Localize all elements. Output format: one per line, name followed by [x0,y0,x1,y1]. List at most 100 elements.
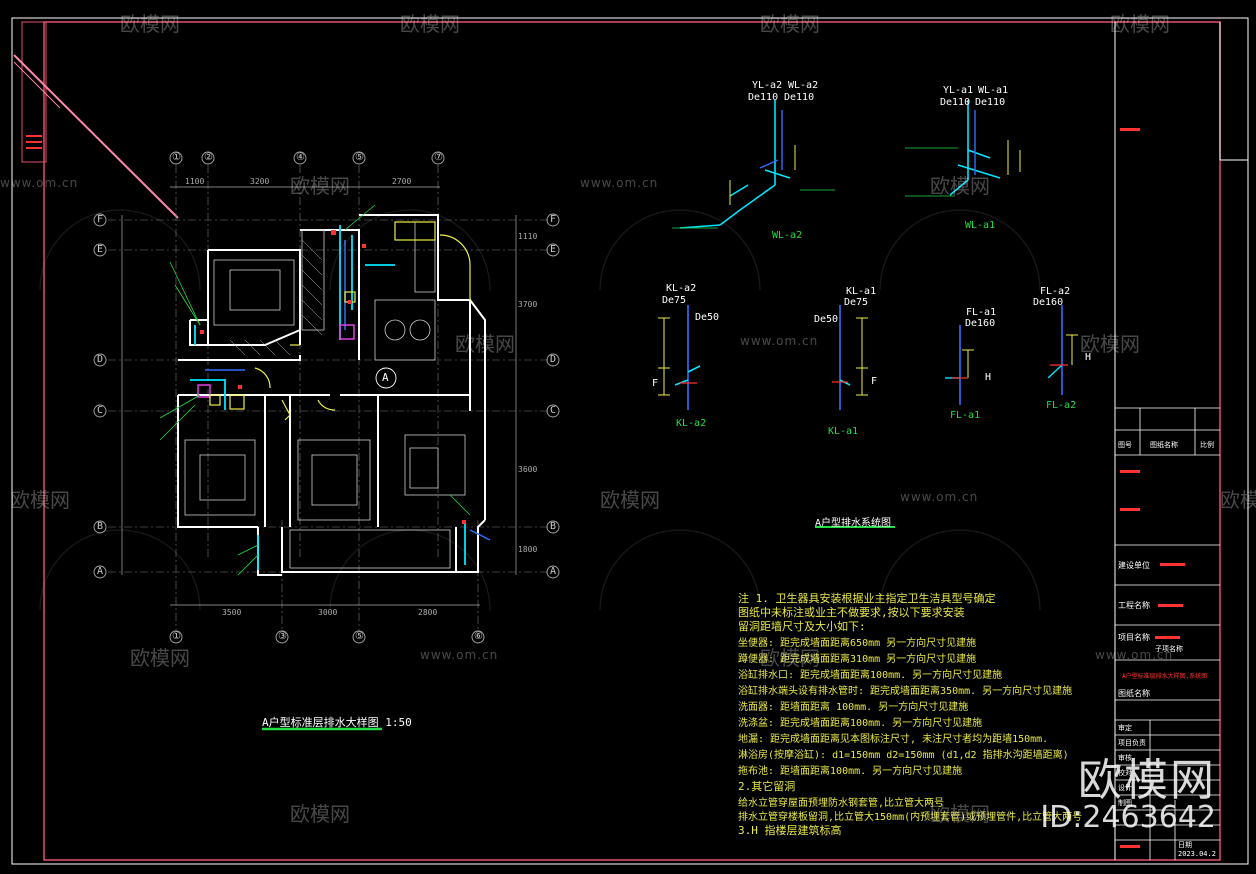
kl-a1-de50: De50 [814,314,839,325]
fl-a2-name: FL-a2 [1046,400,1077,411]
tb-role: 设计 [1118,784,1132,792]
wl-a2-top-yl: YL-a2 [752,80,783,91]
watermark-brand: 欧模网 [290,802,350,826]
kl-a2-name: KL-a2 [676,418,707,429]
dim-bottom-2: 3000 [318,608,338,617]
note-line: 淋浴房(按摩浴缸): d1=150mm d2=150mm (d1,d2 指排水沟… [738,750,1069,761]
fl-a1-top: FL-a1 [966,307,997,318]
note-line: 图纸中未标注或业主不做要求,按以下要求安装 [738,606,965,619]
watermark-brand: 欧模网 [1110,12,1170,36]
note-line: 拖布池: 距墙面距离100mm. 另一方向尺寸见建施 [738,766,963,777]
dim-right-4: 1800 [518,545,538,554]
axis-left-d: D [97,354,104,365]
dim-bottom-1: 3500 [222,608,242,617]
fl-a2-h: H [1085,352,1092,363]
watermark-site: www.om.cn [580,176,659,190]
note-line: 给水立管穿屋面预埋防水钢套管,比立管大两号 [738,798,945,809]
axis-left-c: C [97,405,104,416]
note-line: 洗面器: 距墙面距离 100mm. 另一方向尺寸见建施 [738,702,969,713]
axis-top-1: ① [172,152,181,163]
plan-title: A户型标准层排水大样图 1:50 [262,716,412,729]
axis-left-e: E [97,244,104,255]
wl-a2-top-wl: WL-a2 [788,80,819,91]
axis-left-f: F [97,214,104,225]
system-diagrams [658,100,1078,528]
wl-a1-name: WL-a1 [965,220,996,231]
watermark-site: www.om.cn [1095,648,1174,662]
axis-left-a: A [97,566,104,577]
kl-a1-f: F [871,376,878,387]
tb-drawing-name-value: A户型标准层排水大样图,系统图 [1122,673,1208,680]
tb-role: 校对 [1118,769,1132,777]
fl-a1-size: De160 [965,318,996,329]
tb-role: 审定 [1118,724,1132,732]
system-title: A户型排水系统图 [815,518,892,529]
dim-top-2: 3200 [250,177,270,186]
note-line: 洗涤盆: 距完成墙面距离100mm. 另一方向尺寸见建施 [738,718,983,729]
axis-top-7: ⑦ [434,152,443,163]
tb-project-name: 工程名称 [1118,601,1150,610]
wl-a2-name: WL-a2 [772,230,803,241]
note-line: 留洞距墙尺寸及大小如下: [738,620,866,633]
axis-right-b: B [550,521,557,532]
axis-bottom-6: ⑥ [474,631,483,642]
kl-a2-size: De75 [662,295,687,306]
note-line: 注 1. 卫生器具安装根据业主指定卫生洁具型号确定 [738,592,996,605]
watermark-site: www.om.cn [740,334,819,348]
watermark-brand: 欧模网 [120,12,180,36]
note-line: 3.H 指楼层建筑标高 [738,824,842,837]
watermark-brand: 欧模网 [930,802,990,826]
dim-right-1: 1110 [518,232,538,241]
kl-a2-de50: De50 [695,312,720,323]
dim-bottom-3: 2800 [418,608,438,617]
watermark-brand: 欧模网 [130,646,190,670]
wl-a1-top-yl: YL-a1 [943,85,974,96]
note-line: 浴缸排水端头设有排水管时: 距完成墙面距离350mm. 另一方向尺寸见建施 [738,686,1073,697]
kl-a1-size: De75 [844,297,869,308]
tb-role: 项目负责 [1118,739,1146,747]
note-line: 2.其它留洞 [738,780,796,793]
titleblock-redmarks [1120,128,1185,848]
watermark-brand: 欧模网 [760,12,820,36]
watermark-brand: 欧模网 [455,332,515,356]
fl-a2-top: FL-a2 [1040,286,1071,297]
kl-a1-top: KL-a1 [846,286,877,297]
title-block [1115,407,1220,860]
watermark-brand: 欧模网 [930,174,990,198]
tb-drawing-no: 图号 [1118,441,1132,449]
tb-drawing-name-head: 图纸名称 [1150,441,1178,449]
wl-a1-size-1: De110 [940,97,971,108]
diagonal-leader [13,54,179,219]
dim-top-1: 1100 [185,177,205,186]
watermark-brand: 欧模网 [400,12,460,36]
tb-role: 审核 [1118,754,1132,762]
dim-right-3: 3600 [518,465,538,474]
axis-right-e: E [550,244,557,255]
outer-border [11,17,1249,865]
axis-top-4: ④ [296,152,305,163]
kl-a2-f: F [652,378,659,389]
axis-top-2: ② [204,152,213,163]
zone-marker: A [382,371,389,384]
wl-a2-size-2: De110 [784,92,815,103]
axis-right-c: C [550,405,557,416]
kl-a1-name: KL-a1 [828,426,859,437]
note-line: 地漏: 距完成墙面距离见本图标注尺寸, 未注尺寸者均为距墙150mm. [738,734,1049,745]
binding-strip [21,21,47,163]
fl-a1-name: FL-a1 [950,410,981,421]
axis-right-f: F [550,214,557,225]
note-line: 排水立管穿楼板留洞,比立管大150mm(内预埋套管)或预埋管件,比立管大两号 [738,812,1083,823]
note-line: 浴缸排水口: 距完成墙面距离100mm. 另一方向尺寸见建施 [738,670,1003,681]
note-line: 蹲便器: 距完成墙面距离310mm 另一方向尺寸见建施 [738,654,977,665]
watermark-brand: 欧模网 [290,174,350,198]
watermark-brand: 欧模网 [10,488,70,512]
axis-bottom-3: ③ [278,631,287,642]
watermark-site: www.om.cn [420,648,499,662]
dim-top-3: 2700 [392,177,412,186]
wl-a1-top-wl: WL-a1 [978,85,1009,96]
floor-plan [93,151,560,731]
watermark-site: www.om.cn [0,176,79,190]
watermark-brand: 欧模网 [1220,488,1256,512]
